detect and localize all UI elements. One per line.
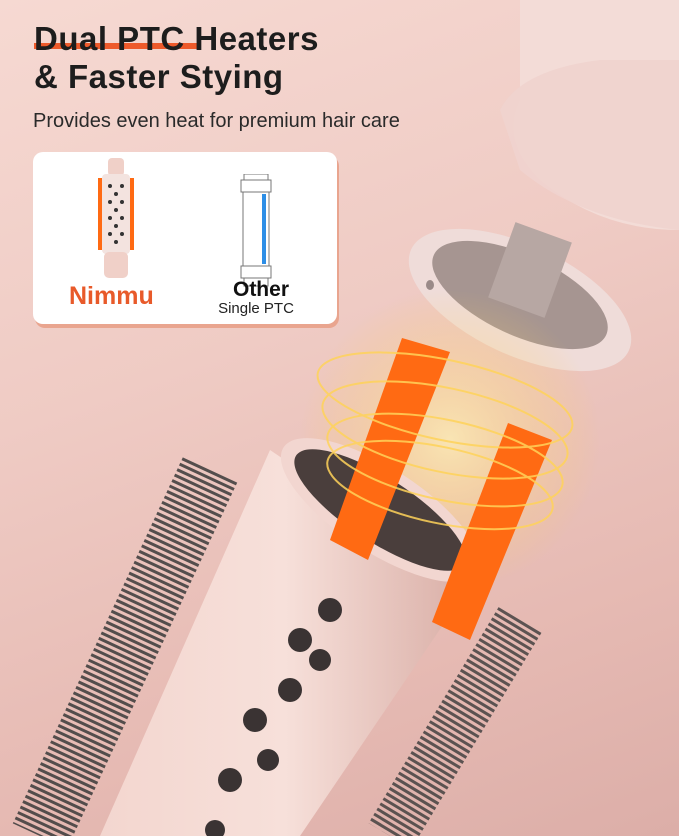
brush-barrel	[100, 438, 480, 836]
top-attachment	[500, 0, 679, 230]
page-title: Dual PTC Heaters & Faster Stying	[34, 20, 319, 96]
comparison-card: Nimmu Other Single PTC	[33, 152, 337, 324]
subtitle: Provides even heat for premium hair care	[33, 110, 400, 132]
connector-ring	[408, 222, 632, 372]
other-label: Other	[232, 278, 289, 301]
other-sublabel: Single PTC	[218, 300, 294, 317]
bristles	[12, 457, 542, 836]
title-line-2: & Faster Stying	[34, 58, 284, 95]
nimmu-label: Nimmu	[69, 282, 154, 310]
dual-ptc-heaters	[330, 338, 552, 640]
title-highlight-bar	[34, 43, 201, 49]
heat-rings	[316, 351, 574, 531]
nimmu-brush-icon	[98, 158, 134, 278]
other-brush-icon	[240, 174, 272, 287]
title-line-1: Dual PTC Heaters	[34, 20, 319, 57]
